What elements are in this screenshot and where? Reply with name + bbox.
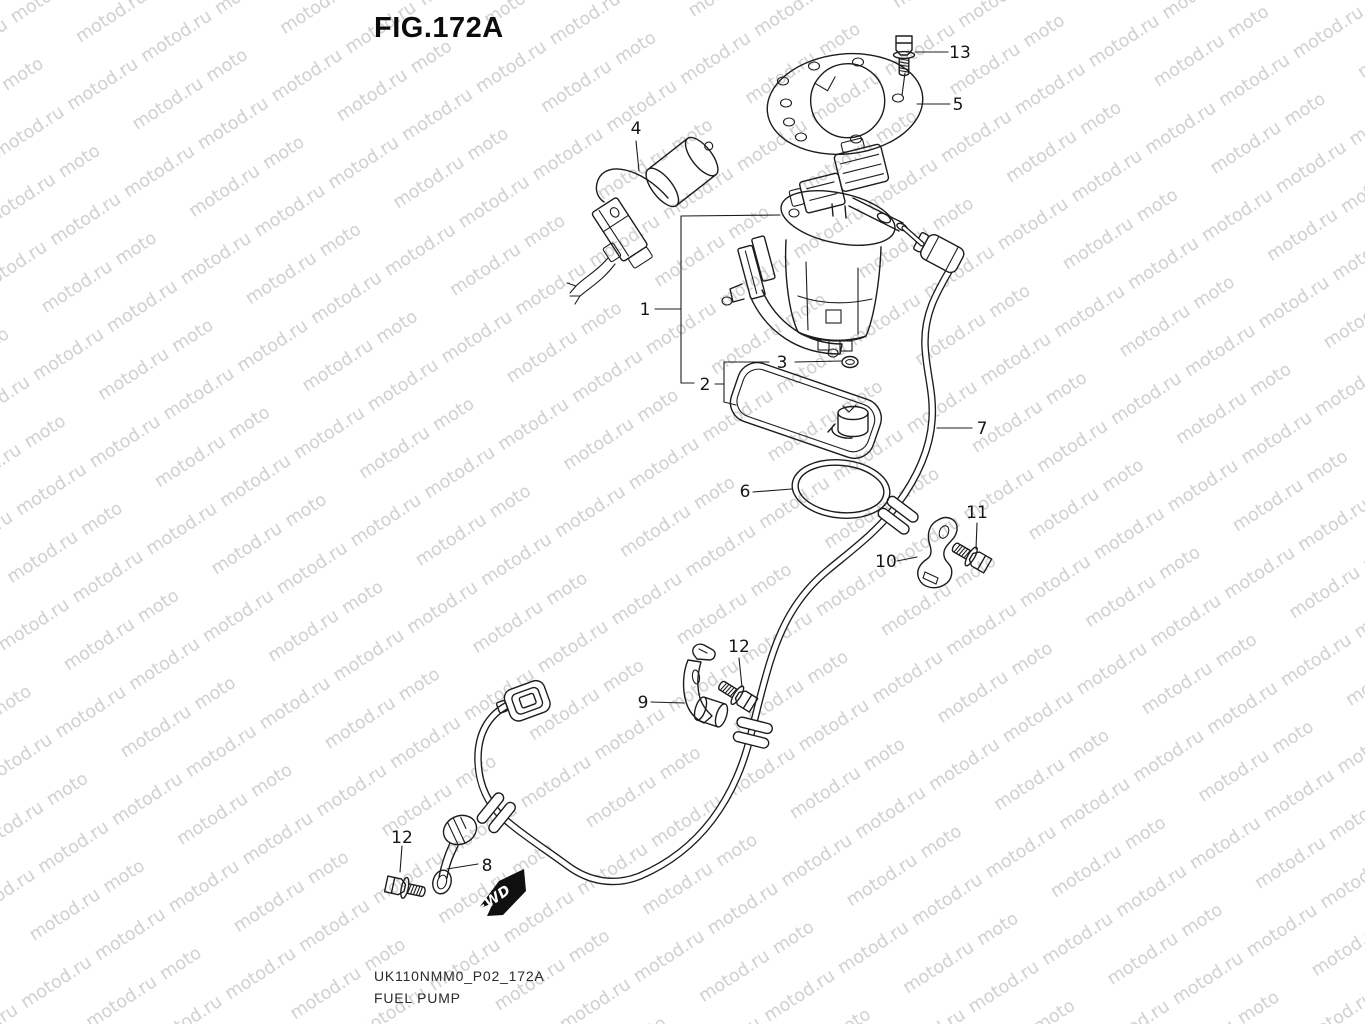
callouts: 13 5 4 1 2 3 6 7 10 11 9 12 12 8 [391, 43, 988, 876]
callout-3: 3 [777, 353, 788, 373]
callout-5: 5 [953, 95, 964, 115]
part-6-o-ring-gasket [791, 459, 891, 519]
hose-connector [495, 679, 551, 722]
part-5-mounting-plate [766, 52, 924, 156]
part-3-o-ring-small [841, 355, 859, 369]
callout-7: 7 [977, 419, 988, 439]
part-2-fuel-filter [729, 361, 882, 460]
filter-fitting [827, 404, 869, 439]
callout-13: 13 [949, 43, 971, 63]
callout-12-lower: 12 [391, 828, 413, 848]
figure-name: FUEL PUMP [374, 990, 461, 1006]
callout-4: 4 [631, 119, 642, 139]
callout-2: 2 [700, 375, 711, 395]
callout-9: 9 [638, 693, 649, 713]
callout-6: 6 [740, 482, 751, 502]
figure-code: UK110NMM0_P02_172A [374, 968, 545, 984]
part-10-bracket [917, 516, 958, 589]
callout-11: 11 [966, 503, 988, 523]
figure-title: FIG.172A [374, 12, 504, 44]
part-8-bracket [432, 814, 478, 895]
callout-8: 8 [482, 856, 493, 876]
hose-grommet [732, 716, 773, 749]
hose-grommet [476, 792, 516, 834]
callout-12-upper: 12 [728, 637, 750, 657]
part-4-fuel-level-sender [566, 136, 719, 305]
leader-lines [399, 51, 978, 873]
callout-1: 1 [640, 300, 651, 320]
part-9-clamp [682, 643, 729, 728]
callout-10: 10 [875, 552, 897, 572]
part-1-fuel-pump-assembly [721, 137, 925, 358]
